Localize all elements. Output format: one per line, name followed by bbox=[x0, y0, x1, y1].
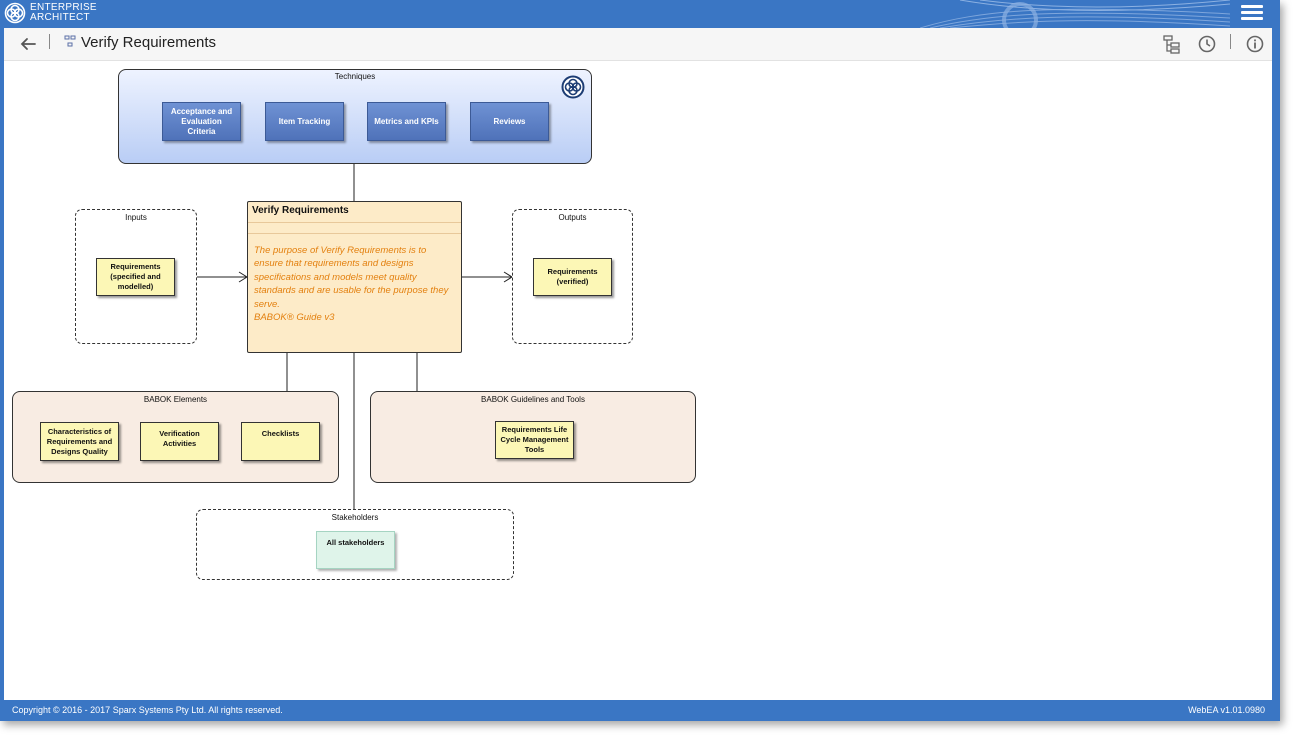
footer-version: WebEA v1.01.0980 bbox=[1188, 705, 1265, 715]
output-requirements-verified[interactable]: Requirements (verified) bbox=[533, 258, 612, 296]
techniques-group[interactable]: Techniques Acceptance and Evaluation Cri… bbox=[118, 69, 592, 164]
diagram-type-icon bbox=[64, 35, 76, 47]
header-separator bbox=[1230, 34, 1231, 49]
brand-line-1: ENTERPRISE bbox=[30, 2, 97, 13]
element-characteristics-quality[interactable]: Characteristics of Requirements and Desi… bbox=[40, 422, 119, 461]
history-clock-icon[interactable] bbox=[1197, 34, 1217, 54]
input-requirements-specified[interactable]: Requirements (specified and modelled) bbox=[96, 258, 175, 296]
hamburger-menu-icon[interactable] bbox=[1241, 5, 1263, 23]
babok-guidelines-label: BABOK Guidelines and Tools bbox=[481, 395, 585, 404]
outputs-label: Outputs bbox=[558, 213, 587, 222]
footer-copyright: Copyright © 2016 - 2017 Sparx Systems Pt… bbox=[12, 705, 283, 715]
info-icon[interactable] bbox=[1245, 34, 1265, 54]
connector-lines bbox=[197, 164, 513, 509]
tool-requirements-lifecycle[interactable]: Requirements Life Cycle Management Tools bbox=[495, 421, 574, 459]
inputs-label: Inputs bbox=[125, 213, 147, 222]
element-checklists[interactable]: Checklists bbox=[241, 422, 320, 461]
main-element-description: The purpose of Verify Requirements is to… bbox=[254, 244, 454, 324]
description-text: The purpose of Verify Requirements is to… bbox=[254, 245, 449, 310]
main-element-divider bbox=[248, 222, 461, 223]
outputs-group[interactable]: Outputs Requirements (verified) bbox=[512, 209, 633, 344]
techniques-label: Techniques bbox=[334, 72, 376, 81]
header-decoration bbox=[920, 0, 1230, 28]
technique-metrics-kpis[interactable]: Metrics and KPIs bbox=[367, 102, 446, 141]
stakeholders-group[interactable]: Stakeholders All stakeholders bbox=[196, 509, 514, 580]
technique-item-tracking[interactable]: Item Tracking bbox=[265, 102, 344, 141]
brand-line-2: ARCHITECT bbox=[30, 12, 90, 23]
babok-elements-label: BABOK Elements bbox=[143, 395, 208, 404]
stakeholder-all[interactable]: All stakeholders bbox=[316, 531, 395, 569]
sparx-element-icon bbox=[561, 75, 585, 99]
main-element-title: Verify Requirements bbox=[252, 205, 349, 216]
technique-acceptance-criteria[interactable]: Acceptance and Evaluation Criteria bbox=[162, 102, 241, 141]
page-header: Verify Requirements bbox=[4, 28, 1272, 61]
technique-reviews[interactable]: Reviews bbox=[470, 102, 549, 141]
header-separator bbox=[49, 34, 50, 49]
ea-logo-icon bbox=[4, 2, 26, 24]
brand-name: ENTERPRISE ARCHITECT bbox=[30, 3, 97, 23]
back-arrow-icon[interactable] bbox=[18, 34, 38, 54]
app-frame: ENTERPRISE ARCHITECT Verify Requirements bbox=[0, 0, 1280, 721]
inputs-group[interactable]: Inputs Requirements (specified and model… bbox=[75, 209, 197, 344]
element-verification-activities[interactable]: Verification Activities bbox=[140, 422, 219, 461]
verify-requirements-element[interactable]: Verify Requirements The purpose of Verif… bbox=[247, 201, 462, 353]
babok-elements-group[interactable]: BABOK Elements Characteristics of Requir… bbox=[12, 391, 339, 483]
brand: ENTERPRISE ARCHITECT bbox=[4, 2, 97, 24]
browser-tree-icon[interactable] bbox=[1162, 34, 1182, 54]
top-bar: ENTERPRISE ARCHITECT bbox=[0, 0, 1280, 28]
diagram-canvas[interactable]: Techniques Acceptance and Evaluation Cri… bbox=[4, 61, 1272, 700]
stakeholders-label: Stakeholders bbox=[331, 513, 379, 522]
page-title: Verify Requirements bbox=[81, 34, 217, 51]
babok-guidelines-group[interactable]: BABOK Guidelines and Tools Requirements … bbox=[370, 391, 696, 483]
description-source: BABOK® Guide v3 bbox=[254, 312, 335, 324]
main-element-divider bbox=[248, 233, 461, 234]
